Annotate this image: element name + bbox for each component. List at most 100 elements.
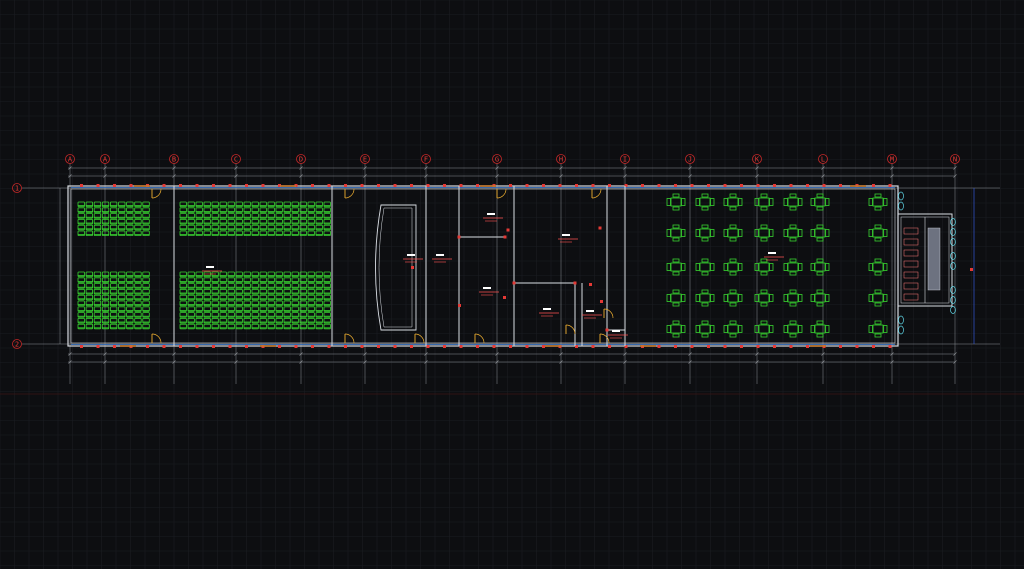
seat-icon — [187, 294, 195, 301]
seat-icon — [243, 300, 251, 306]
seat-icon — [251, 218, 259, 225]
table-chairs-icon — [727, 262, 739, 272]
table-chairs-icon — [695, 263, 700, 271]
seat-icon — [235, 288, 243, 295]
seat-icon — [85, 323, 93, 330]
column-mark — [426, 184, 430, 187]
table-chairs-icon — [738, 263, 743, 271]
seat-icon — [211, 201, 219, 207]
table-chairs-icon — [695, 325, 700, 333]
table-chairs-icon — [868, 229, 873, 237]
seat-icon — [219, 213, 227, 219]
table-chairs-icon — [758, 228, 770, 238]
column-mark — [459, 184, 463, 187]
seat-icon — [235, 224, 243, 231]
seat-icon — [211, 323, 219, 330]
axis-label: G — [495, 156, 499, 164]
seat-icon — [203, 283, 211, 289]
seat-icon — [118, 317, 126, 324]
dimension-tick — [559, 360, 563, 364]
seat-icon — [126, 317, 134, 324]
seat-icon — [275, 218, 283, 225]
seat-icon — [251, 288, 259, 295]
seat-icon — [118, 213, 126, 219]
seat-icon — [195, 207, 203, 213]
seat-icon — [275, 323, 283, 330]
seat-icon — [142, 323, 150, 330]
seat-icon — [126, 300, 134, 306]
seat-icon — [101, 224, 110, 231]
column-mark — [888, 184, 892, 187]
dimension-tick — [234, 352, 238, 356]
seat-icon — [85, 230, 93, 236]
seat-icon — [323, 294, 331, 301]
seat-icon — [283, 224, 291, 231]
seat-icon — [101, 201, 110, 207]
seat-icon — [267, 230, 275, 236]
seat-icon — [118, 312, 126, 318]
seat-icon — [259, 201, 267, 207]
seat-icon — [251, 201, 259, 207]
seat-icon — [227, 306, 235, 312]
axis-bubble — [685, 154, 695, 164]
table-chairs-icon — [787, 262, 799, 272]
column-mark — [509, 345, 512, 348]
seat-icon — [275, 224, 283, 231]
marker — [411, 266, 414, 269]
seat-icon — [77, 230, 85, 236]
seat-icon — [219, 271, 227, 277]
seat-icon — [283, 201, 291, 207]
seat-icon — [195, 277, 203, 283]
axis-label: 2 — [15, 341, 19, 349]
seat-icon — [77, 283, 85, 289]
seat-icon — [187, 224, 195, 231]
seat-icon — [275, 201, 283, 207]
room-tag — [768, 252, 776, 254]
axis-bubble — [556, 154, 566, 164]
door-swing-icon — [474, 333, 485, 344]
seat-icon — [77, 306, 85, 312]
dimension-tick — [424, 174, 428, 178]
table-chairs-icon — [672, 271, 680, 276]
seat-icon — [227, 224, 235, 231]
seat-icon — [101, 218, 110, 225]
seat-icon — [259, 294, 267, 301]
seat-icon — [235, 323, 243, 330]
table-chairs-icon — [701, 271, 709, 276]
seat-icon — [283, 213, 291, 219]
seat-icon — [219, 300, 227, 306]
table-chairs-icon — [729, 333, 737, 338]
seat-icon — [203, 224, 211, 231]
seat-icon — [291, 306, 299, 312]
column-mark — [690, 184, 694, 187]
washroom-wall — [897, 213, 953, 307]
table-chairs-icon — [754, 325, 759, 333]
column-mark — [641, 184, 644, 187]
seat-icon — [267, 317, 275, 324]
seat-icon — [259, 317, 267, 324]
seat-icon — [179, 300, 187, 306]
dimension-tick — [299, 352, 303, 356]
column-mark — [80, 184, 83, 187]
basin-icon — [950, 306, 956, 314]
seat-icon — [227, 201, 235, 207]
toilet-fixture-icon — [903, 293, 919, 301]
axis-bubble — [12, 339, 22, 349]
seat-icon — [307, 207, 315, 213]
seat-icon — [110, 300, 118, 306]
seat-icon — [291, 230, 299, 236]
seat-icon — [203, 218, 211, 225]
seat-icon — [179, 312, 187, 318]
column-mark — [212, 184, 215, 187]
seat-icon — [211, 300, 219, 306]
seat-icon — [134, 230, 142, 236]
seat-icon — [299, 271, 307, 277]
seat-icon — [93, 207, 102, 213]
column-mark — [278, 345, 281, 348]
column-mark — [674, 184, 677, 187]
seat-icon — [315, 277, 323, 283]
dimension-tick — [68, 360, 72, 364]
curved-wall — [378, 207, 413, 328]
